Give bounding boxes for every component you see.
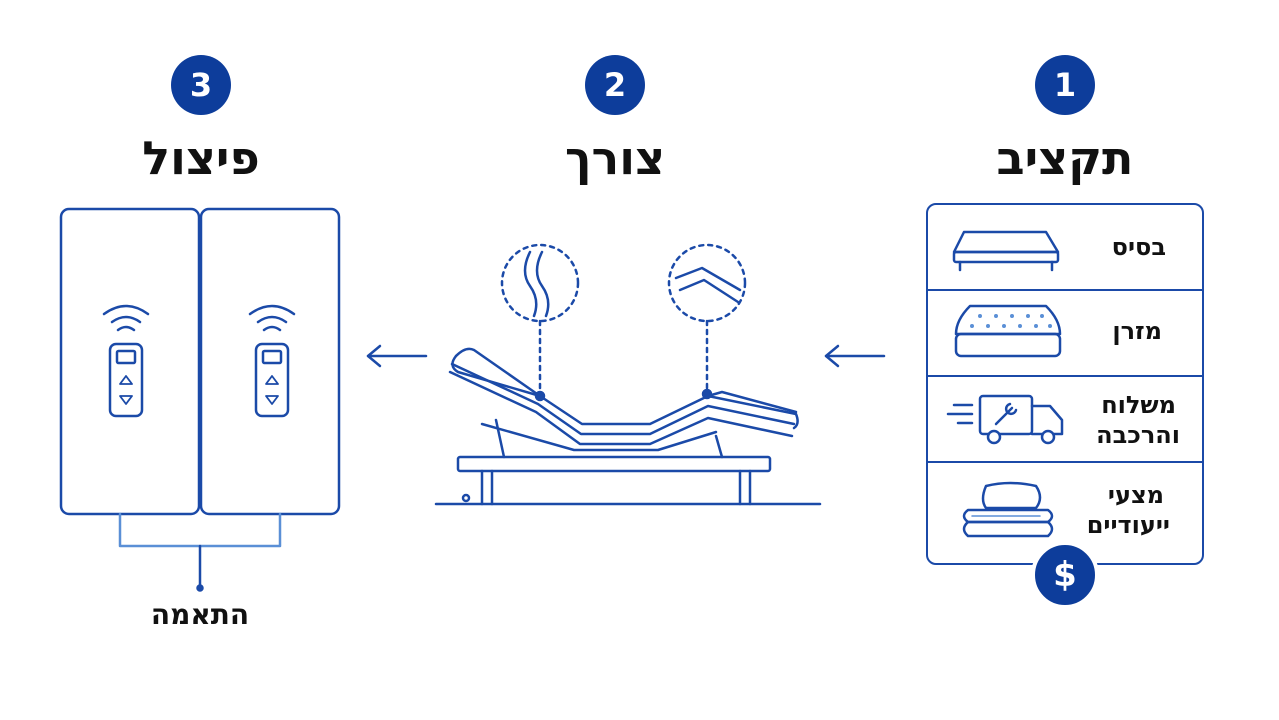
wireless-signal-icon — [248, 304, 296, 332]
wireless-signal-icon — [102, 304, 150, 332]
budget-item-delivery-label-line2: והרכבה — [1096, 421, 1180, 449]
split-caption: התאמה — [150, 598, 250, 631]
step-3-number: 3 — [171, 55, 231, 115]
budget-divider — [928, 289, 1202, 291]
budget-item-bedding-label-line2: ייעודיים — [1086, 511, 1170, 539]
budget-divider — [928, 375, 1202, 377]
split-bed-icon — [59, 207, 341, 516]
spine-curve-icon — [523, 250, 550, 402]
remote-control-icon — [108, 342, 144, 418]
bedding-stack-icon — [962, 481, 1054, 538]
delivery-truck-icon — [946, 394, 1064, 445]
budget-item-base-label: בסיס — [1111, 233, 1166, 261]
budget-item-bedding-label-line1: מצעי — [1107, 481, 1164, 509]
arrow-left-icon — [824, 344, 886, 368]
leg-callout-icon — [667, 243, 747, 394]
spine-callout-icon — [500, 243, 580, 394]
step-3-title: פיצול — [142, 131, 260, 185]
budget-item-delivery-label-line1: משלוח — [1101, 391, 1176, 419]
step-2-number: 2 — [585, 55, 645, 115]
budget-divider — [928, 461, 1202, 463]
step-1-number: 1 — [1035, 55, 1095, 115]
mattress-icon — [954, 304, 1062, 358]
bed-base-icon — [952, 230, 1060, 272]
remote-control-icon — [254, 342, 290, 418]
step-2-title: צורך — [564, 131, 666, 185]
budget-item-mattress-label: מזרן — [1112, 317, 1162, 345]
dollar-icon: $ — [1031, 541, 1099, 609]
connector-bracket — [118, 512, 282, 592]
arrow-left-icon — [366, 344, 428, 368]
step-1-title: תקציב — [996, 131, 1134, 185]
leg-angle-icon — [674, 266, 742, 400]
adjustable-bed-icon — [434, 347, 822, 506]
